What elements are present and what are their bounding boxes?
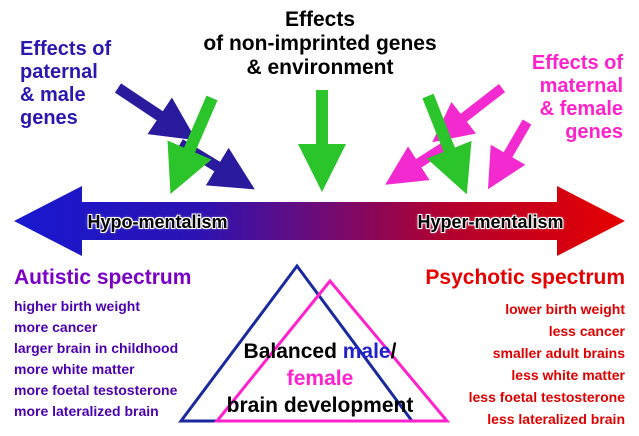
heading-line: genes [20, 107, 78, 129]
heading-line: genes [565, 121, 623, 143]
heading-line: paternal [20, 61, 98, 83]
heading-line: Effects of [531, 52, 623, 74]
word-slash: / [390, 340, 397, 363]
list-item: more white matter [14, 361, 135, 377]
hypo-mentalism-label: Hypo-mentalism [87, 212, 228, 232]
list-item: less lateralized brain [487, 411, 625, 427]
psychotic-spectrum-title: Psychotic spectrum [425, 266, 625, 289]
heading-line: of non-imprinted genes [203, 32, 437, 55]
caption-line-1: Balanced male/ [160, 338, 480, 365]
hyper-mentalism-label: Hyper-mentalism [417, 212, 564, 232]
list-item: less foetal testosterone [468, 389, 625, 405]
heading-line: maternal [539, 75, 623, 97]
heading-line: Effects [284, 8, 356, 31]
heading-line: & male [20, 84, 86, 106]
word-balanced: Balanced [243, 340, 343, 363]
list-item: more cancer [14, 319, 98, 335]
list-item: smaller adult brains [492, 345, 625, 361]
autistic-spectrum-list: higher birth weight more cancer larger b… [14, 296, 178, 422]
autistic-spectrum-title: Autistic spectrum [14, 266, 192, 289]
environment-arrow-right [422, 93, 472, 195]
maternal-genes-heading: Effects of maternal & female genes [532, 52, 623, 144]
word-male: male [342, 340, 391, 363]
paternal-genes-heading: Effects of paternal & male genes [20, 38, 111, 130]
list-item: lower birth weight [505, 301, 625, 317]
balanced-brain-caption: Balanced male/ female brain development [160, 338, 480, 419]
heading-line: & female [539, 98, 623, 120]
heading-line: & environment [246, 56, 394, 79]
spectrum-gradient-arrow [14, 186, 625, 256]
caption-line-3: brain development [226, 394, 414, 417]
list-item: less cancer [548, 323, 625, 339]
psychotic-spectrum-list: lower birth weight less cancer smaller a… [469, 298, 625, 430]
non-imprinted-genes-heading: Effects of non-imprinted genes & environ… [150, 8, 490, 80]
heading-line: Effects of [20, 38, 112, 60]
female-brain-triangle [213, 278, 451, 423]
list-item: more lateralized brain [14, 403, 159, 419]
list-item: less white matter [511, 367, 625, 383]
list-item: higher birth weight [14, 298, 140, 314]
list-item: more foetal testosterone [14, 382, 178, 398]
word-female: female [286, 367, 354, 390]
maternal-arrow-right [487, 119, 532, 190]
environment-arrow-left [167, 95, 218, 195]
maternal-arrow-upper [432, 84, 506, 143]
paternal-arrow-upper [114, 83, 197, 141]
list-item: larger brain in childhood [14, 340, 179, 356]
